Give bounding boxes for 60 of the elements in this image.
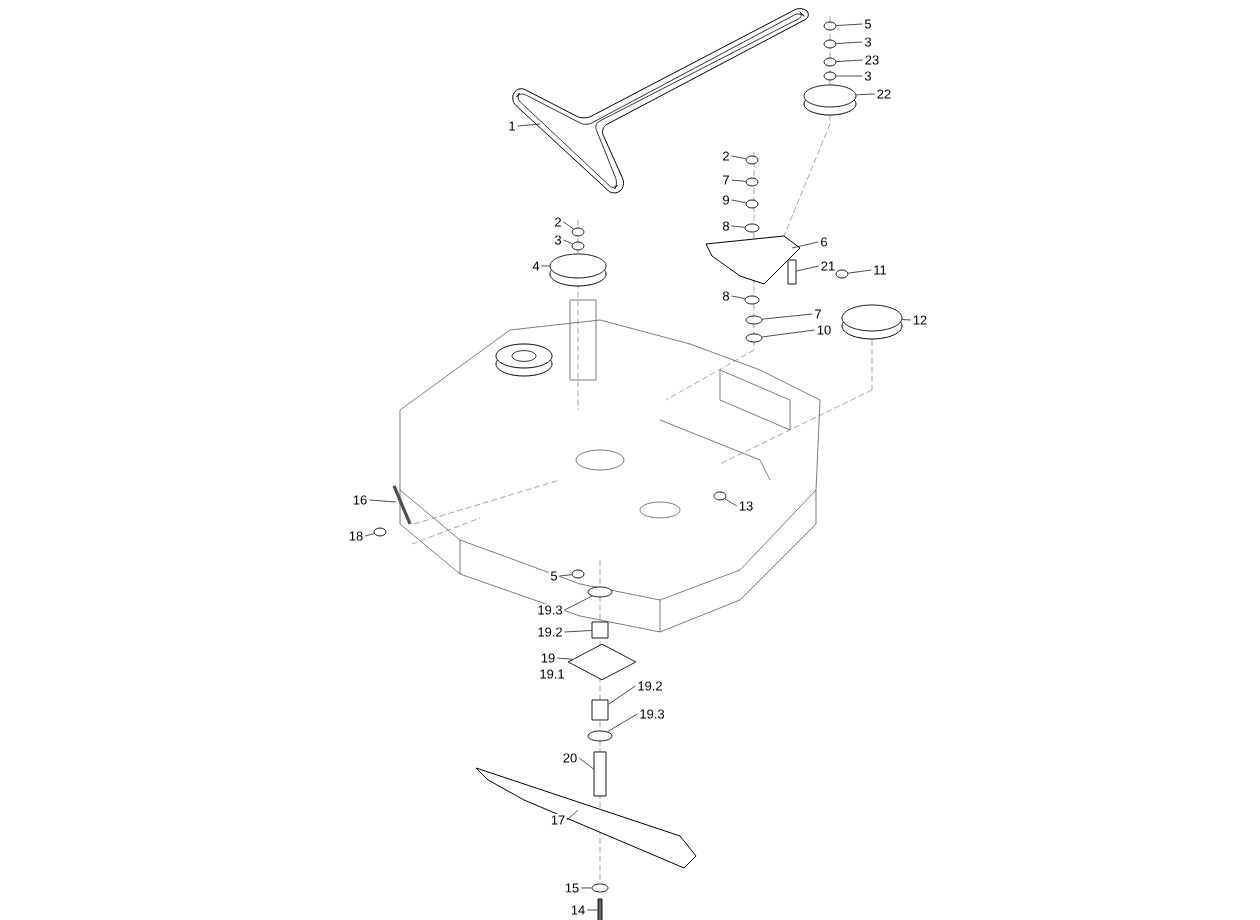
leader-line — [563, 239, 573, 245]
washer-part — [745, 315, 763, 325]
leader-line — [559, 574, 572, 577]
leader-line — [608, 685, 636, 705]
leader-line — [761, 329, 816, 338]
leader-line — [580, 887, 592, 889]
leader-line — [564, 595, 593, 611]
leader-line — [848, 269, 872, 274]
washer-part — [823, 21, 837, 31]
leader-line — [563, 221, 574, 230]
washer-part — [745, 199, 759, 209]
washer-part — [591, 883, 609, 893]
washer-part — [587, 730, 613, 742]
washer-part — [571, 227, 585, 237]
spindle-housing-part — [567, 643, 637, 681]
washer-part — [744, 295, 760, 305]
leader-line — [731, 199, 747, 204]
leader-line — [836, 41, 863, 44]
washer-part — [571, 241, 585, 251]
leader-line — [724, 498, 738, 507]
leader-line — [791, 241, 819, 249]
leader-line — [368, 499, 397, 503]
leader-line — [586, 909, 598, 911]
leader-line — [855, 93, 876, 96]
washer-part — [841, 304, 903, 332]
washer-part — [713, 491, 727, 501]
washer-part — [373, 527, 387, 537]
leader-line — [566, 809, 579, 821]
sleeve-part — [593, 751, 607, 797]
leader-line — [901, 319, 912, 321]
washer-part — [745, 333, 763, 343]
leader-line — [761, 313, 813, 320]
leader-line — [836, 75, 863, 77]
leader-line — [836, 59, 864, 62]
washer-part — [835, 269, 849, 279]
leader-line — [731, 179, 746, 182]
sleeve-part — [591, 621, 609, 639]
sleeve-part — [787, 259, 797, 285]
leader-line — [578, 757, 594, 770]
washer-part — [744, 223, 760, 233]
leader-line — [836, 23, 863, 26]
leader-line — [731, 155, 747, 160]
washer-part — [587, 586, 613, 598]
washer-part — [823, 39, 837, 49]
leader-line — [731, 295, 746, 299]
leader-line — [607, 713, 638, 732]
washer-part — [823, 57, 837, 67]
washer-part — [745, 177, 759, 187]
leader-line — [796, 265, 820, 272]
sleeve-part — [591, 699, 609, 721]
bolt-part — [597, 898, 603, 920]
leader-line — [517, 123, 541, 127]
leader-line — [556, 657, 573, 660]
leader-line — [364, 533, 375, 537]
leader-line — [731, 225, 745, 228]
washer-part — [571, 569, 585, 579]
leader-line — [564, 630, 592, 633]
washer-part — [745, 155, 759, 165]
washer-part — [823, 71, 837, 81]
leader-line — [541, 265, 550, 267]
